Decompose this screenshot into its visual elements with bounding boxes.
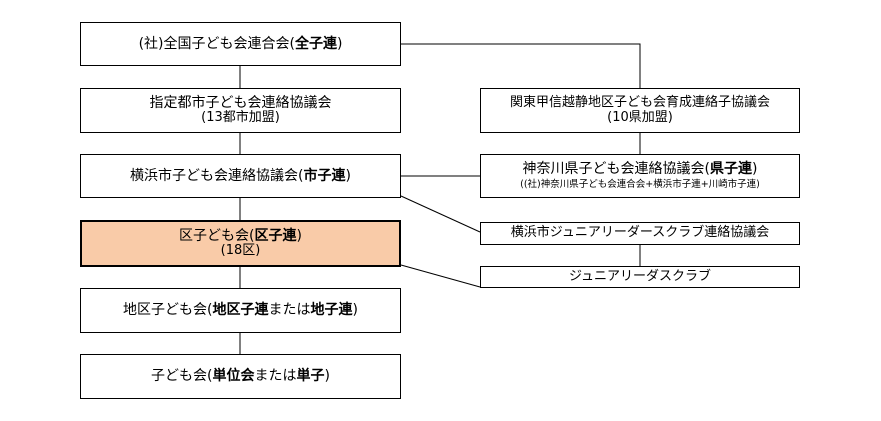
label-segment: ): [352, 302, 358, 319]
label-segment: ジュニアリーダスクラブ: [568, 268, 712, 284]
label-bold-segment: 単子: [296, 368, 325, 385]
box-kodomo: 子ども会(単位会または単子): [80, 354, 401, 399]
label-segment: 関東甲信越静地区子ども会育成連絡子協議会: [509, 94, 770, 110]
label-segment: ): [752, 161, 758, 178]
label-bold-segment: 地子連: [310, 302, 353, 319]
label-kanagawa: 神奈川県子ども会連絡協議会(県子連): [523, 161, 758, 177]
connector-ku-jlclub: [400, 264, 481, 288]
box-zenkoku: (社)全国子ども会連合会(全子連): [80, 22, 401, 66]
connector-yokohama-jlcouncil: [400, 195, 481, 233]
label-segment: 横浜市子ども会連絡協議会(: [130, 167, 304, 184]
label-jl-club: ジュニアリーダスクラブ: [568, 268, 712, 285]
sub-ku: (18区): [220, 243, 261, 259]
label-segment: または: [268, 302, 311, 319]
box-kanto: 関東甲信越静地区子ども会育成連絡子協議会 (10県加盟): [480, 88, 800, 133]
label-segment: ): [336, 35, 343, 52]
label-chiku: 地区子ども会(地区子連または地子連): [123, 302, 358, 318]
label-ku: 区子ども会(区子連): [179, 228, 302, 244]
label-yokohama: 横浜市子ども会連絡協議会(市子連): [130, 168, 351, 184]
label-segment: 指定都市子ども会連絡協議会: [149, 94, 332, 111]
box-kanagawa: 神奈川県子ども会連絡協議会(県子連) ((社)神奈川県子ども会連合会+横浜市子連…: [480, 154, 800, 198]
label-segment: (社)全国子ども会連合会(: [138, 35, 295, 52]
label-segment: または: [254, 368, 297, 385]
label-segment: ): [296, 227, 302, 244]
label-bold-segment: 単位会: [212, 368, 255, 385]
label-bold-segment: 区子連: [254, 227, 297, 244]
label-segment: 横浜市ジュニアリーダースクラブ連絡協議会: [510, 225, 770, 241]
label-segment: 地区子ども会(: [123, 302, 213, 319]
label-kanto: 関東甲信越静地区子ども会育成連絡子協議会: [509, 94, 770, 111]
label-jl-council: 横浜市ジュニアリーダースクラブ連絡協議会: [510, 225, 770, 241]
label-segment: 区子ども会(: [179, 227, 255, 244]
connector-zenkoku-kanto: [401, 43, 641, 88]
note-kanagawa: ((社)神奈川県子ども会連合会+横浜市子連+川崎市子連): [520, 178, 760, 190]
label-bold-segment: 県子連: [710, 161, 752, 178]
box-shitei: 指定都市子ども会連絡協議会 (13都市加盟): [80, 88, 401, 133]
box-ku: 区子ども会(区子連) (18区): [80, 220, 401, 267]
label-zenkoku: (社)全国子ども会連合会(全子連): [139, 36, 343, 52]
label-segment: 子ども会(: [151, 368, 213, 385]
label-bold-segment: 市子連: [303, 167, 346, 184]
box-jl-council: 横浜市ジュニアリーダースクラブ連絡協議会: [480, 222, 800, 245]
sub-kanto: (10県加盟): [607, 109, 673, 125]
label-segment: ): [345, 167, 351, 184]
label-shitei: 指定都市子ども会連絡協議会: [150, 95, 332, 111]
box-yokohama: 横浜市子ども会連絡協議会(市子連): [80, 154, 401, 198]
label-segment: ): [324, 368, 330, 385]
label-kodomo: 子ども会(単位会または単子): [151, 368, 330, 384]
sub-shitei: (13都市加盟): [201, 110, 280, 126]
label-bold-segment: 全子連: [294, 35, 337, 52]
box-jl-club: ジュニアリーダスクラブ: [480, 266, 800, 288]
label-segment: 神奈川県子ども会連絡協議会(: [522, 161, 710, 178]
box-chiku: 地区子ども会(地区子連または地子連): [80, 288, 401, 333]
label-bold-segment: 地区子連: [212, 302, 269, 319]
